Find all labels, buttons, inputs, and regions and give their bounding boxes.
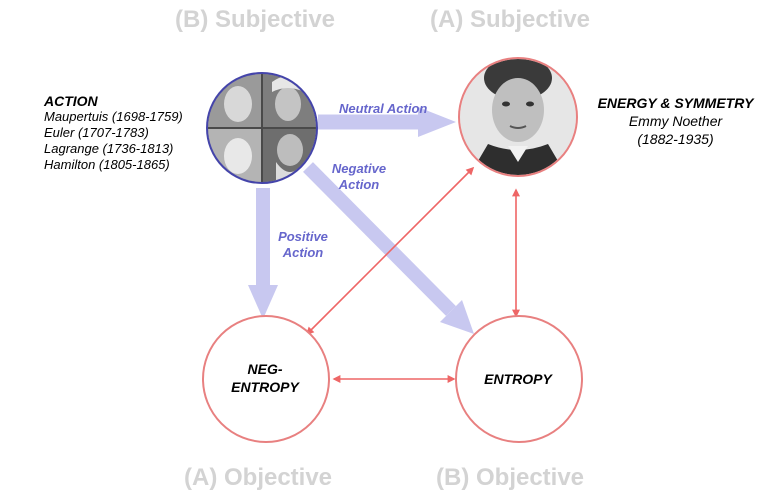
- corner-label-bottom-right: (B) Objective: [436, 464, 585, 491]
- positive-action-label-line2: Action: [282, 245, 324, 260]
- neg-entropy-label: NEG- ENTROPY: [205, 360, 325, 396]
- entropy-label: ENTROPY: [484, 371, 552, 387]
- action-person: Maupertuis (1698-1759): [44, 109, 183, 124]
- energy-caption: ENERGY & SYMMETRY Emmy Noether (1882-193…: [578, 94, 773, 148]
- neutral-action-arrow: [318, 107, 456, 137]
- noether-portrait: [458, 57, 578, 177]
- neutral-action-label: Neutral Action: [339, 101, 428, 116]
- action-person: Euler (1707-1783): [44, 125, 149, 140]
- negative-action-label-line1: Negative: [331, 161, 387, 176]
- action-portraits: [206, 72, 318, 184]
- entropy-circle: [455, 315, 583, 443]
- energy-person: Emmy Noether: [628, 113, 723, 129]
- energy-to-negentropy-arrow: [305, 166, 475, 336]
- action-caption: ACTION Maupertuis (1698-1759) Euler (170…: [44, 93, 183, 173]
- corner-label-bottom-left: (A) Objective: [184, 464, 333, 491]
- positive-action-label: Positive Action: [274, 229, 332, 261]
- energy-title: ENERGY & SYMMETRY: [597, 95, 754, 111]
- action-person: Lagrange (1736-1813): [44, 141, 174, 156]
- neg-entropy-label-line2: ENTROPY: [231, 379, 299, 395]
- action-title: ACTION: [44, 93, 98, 109]
- corner-label-top-right: (A) Subjective: [430, 6, 591, 33]
- positive-action-label-line1: Positive: [278, 229, 328, 244]
- negative-action-label-line2: Action: [338, 177, 380, 192]
- corner-label-top-left: (B) Subjective: [175, 6, 336, 33]
- neg-entropy-circle: [202, 315, 330, 443]
- action-person: Hamilton (1805-1865): [44, 157, 170, 172]
- energy-years: (1882-1935): [637, 131, 714, 147]
- positive-action-arrow: [248, 188, 278, 319]
- neg-entropy-label-line1: NEG-: [247, 361, 283, 377]
- negative-action-label: Negative Action: [322, 161, 396, 193]
